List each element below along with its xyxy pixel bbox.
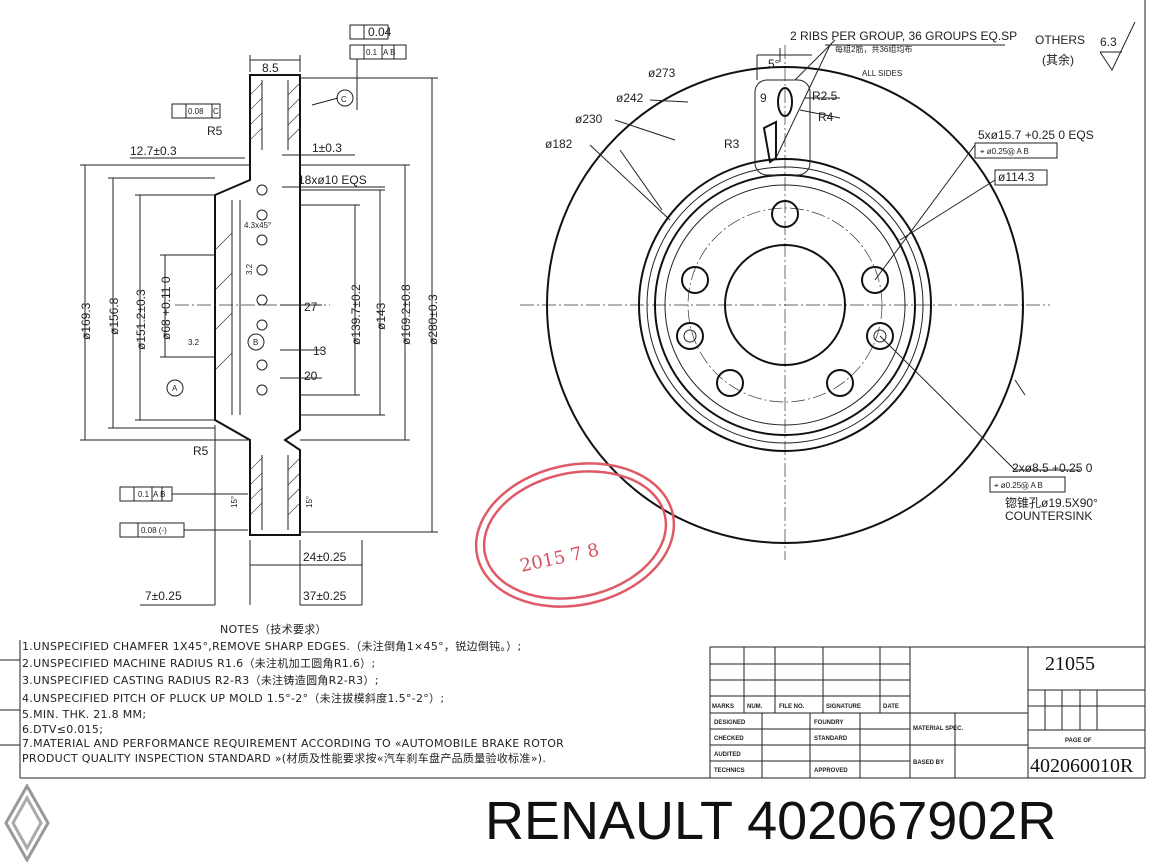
ribs-note-cn: 每组2筋，共36组均布: [835, 44, 912, 54]
dim-width: 8.5: [262, 61, 279, 75]
all-sides-note: ALL SIDES: [862, 69, 902, 78]
roughness-3-2-b: 3.2: [245, 263, 254, 275]
datum-b: B: [253, 338, 258, 347]
radius-3: R3: [724, 137, 740, 151]
note-item: 6.DTV≤0.015;: [22, 723, 103, 736]
drawing-number: 402060010R: [1030, 755, 1134, 777]
row-designed: DESIGNED: [714, 720, 746, 726]
header-file-no: FILE NO.: [779, 704, 805, 710]
label-foundry: FOUNDRY: [814, 720, 843, 726]
radius-bottom: R5: [193, 444, 209, 458]
surface-finish-label: OTHERS: [1035, 33, 1085, 47]
dim-37: 37±0.25: [303, 589, 347, 603]
dim-dia-182: ø182: [545, 137, 573, 151]
note-item: PRODUCT QUALITY INSPECTION STANDARD »(材质…: [22, 751, 546, 765]
part-number: 402067902R: [747, 791, 1057, 851]
row-technics: TECHNICS: [714, 768, 745, 774]
row-checked: CHECKED: [714, 736, 744, 742]
dim-dia-273: ø273: [648, 66, 676, 80]
renault-diamond-logo: [4, 784, 50, 862]
header-signature: SIGNATURE: [826, 704, 861, 710]
note-item: 3.UNSPECIFIED CASTING RADIUS R2-R3（未注铸造圆…: [22, 673, 379, 687]
note-item: 7.MATERIAL AND PERFORMANCE REQUIREMENT A…: [22, 737, 564, 750]
dim-dia-139-7: ø139.7±0.2: [349, 284, 363, 345]
datum-c: C: [341, 95, 347, 104]
dim-24: 24±0.25: [303, 550, 347, 564]
countersink-note: COUNTERSINK: [1005, 509, 1092, 523]
dim-dia-68: ø68 +0.11 0: [159, 276, 173, 340]
note-item: 5.MIN. THK. 21.8 MM;: [22, 708, 146, 721]
dim-dia-143: ø143: [374, 302, 388, 330]
label-based-by: BASED BY: [913, 760, 944, 766]
ribs-note: 2 RIBS PER GROUP, 36 GROUPS EQ.SP: [790, 29, 1017, 43]
notes: NOTES（技术要求） 1.UNSPECIFIED CHAMFER 1X45°,…: [22, 623, 564, 765]
bolt-holes: [676, 200, 894, 397]
runout-datum-top: A B: [383, 48, 395, 57]
countersink-note-cn: 锪锥孔ø19.5X90°: [1005, 495, 1098, 510]
surface-finish-value: 6.3: [1100, 35, 1117, 49]
dim-dia-242: ø242: [616, 91, 644, 105]
dim-13: 13: [313, 344, 327, 358]
vent-holes-note: 18xø10 EQS: [298, 173, 367, 187]
dim-9: 9: [760, 91, 767, 105]
roughness-3-2: 3.2: [188, 338, 200, 347]
radius-4: R4: [818, 110, 834, 124]
label-approved: APPROVED: [814, 768, 848, 774]
angle-left: 15°: [230, 496, 239, 508]
note-item: 4.UNSPECIFIED PITCH OF PLUCK UP MOLD 1.5…: [22, 691, 444, 705]
dim-tol-1: 1±0.3: [312, 141, 342, 155]
dim-dia-169-2: ø169.2±0.8: [399, 284, 413, 345]
small-holes-note: 2xø8.5 +0.25 0: [1012, 461, 1093, 475]
runout-tolerance-top: 0.1: [366, 48, 378, 57]
dim-dia-230: ø230: [575, 112, 603, 126]
dim-offset: 12.7±0.3: [130, 144, 177, 158]
part-title: RENAULT 402067902R: [485, 790, 1056, 852]
header-marks: MARKS: [712, 704, 734, 710]
header-num: NUM.: [747, 704, 763, 710]
flatness-tolerance: 0.04: [368, 25, 392, 39]
dim-dia-169-3: ø169.3: [79, 302, 93, 340]
radius-2-5: R2.5: [812, 89, 838, 103]
surface-finish-symbol: OTHERS (其余) 6.3: [1035, 21, 1136, 72]
radius-top: R5: [207, 124, 223, 138]
angle-5: 5°: [768, 57, 780, 71]
brand-bar: [0, 780, 1152, 864]
datum-a: A: [172, 384, 178, 393]
surface-finish-label-cn: (其余): [1042, 52, 1074, 67]
notes-title: NOTES（技术要求）: [220, 623, 327, 636]
dim-27: 27: [304, 300, 318, 314]
dim-dia-156-8: ø156.8: [107, 297, 121, 335]
dim-dia-280: ø280±0.3: [426, 294, 440, 345]
parallelism-tolerance: 0.08: [188, 107, 204, 116]
front-view: 2 RIBS PER GROUP, 36 GROUPS EQ.SP 每组2筋，共…: [520, 29, 1098, 560]
note-item: 1.UNSPECIFIED CHAMFER 1X45°,REMOVE SHARP…: [22, 639, 522, 653]
dim-7: 7±0.25: [145, 589, 182, 603]
note-item: 2.UNSPECIFIED MACHINE RADIUS R1.6（未注机加工圆…: [22, 656, 376, 670]
label-standard: STANDARD: [814, 736, 848, 742]
label-material-spec: MATERIAL SPEC.: [913, 726, 963, 732]
dim-dia-151-2: ø151.2±0.3: [134, 289, 148, 350]
header-date: DATE: [883, 704, 899, 710]
runout-datum-bottom: A B: [153, 490, 165, 499]
chamfer-note: 4.3x45°: [244, 221, 271, 230]
runout-tolerance-bottom: 0.1: [138, 490, 150, 499]
drawing-code: 21055: [1045, 653, 1095, 675]
small-holes-tolerance: ⌖ ø0.25Ⓜ A B: [994, 481, 1043, 490]
section-view: 0.04 0.1 A B 8.5 0.08 C C R5 12.7±0.3 1±…: [79, 24, 440, 606]
pitch-circle-diameter: ø114.3: [998, 170, 1035, 184]
title-block: MARKS NUM. FILE NO. SIGNATURE DATE DESIG…: [709, 646, 1146, 779]
bolt-holes-tolerance: ⌖ ø0.25Ⓜ A B: [980, 147, 1029, 156]
row-audited: AUDITED: [714, 752, 741, 758]
angle-right: 15°: [305, 496, 314, 508]
flatness-bottom: 0.08 (-): [141, 526, 167, 535]
parallelism-datum: C: [213, 107, 219, 116]
bolt-holes-note: 5xø15.7 +0.25 0 EQS: [978, 128, 1094, 142]
dim-20: 20: [304, 369, 318, 383]
page-of: PAGE OF: [1065, 738, 1092, 744]
brand-name: RENAULT: [485, 791, 733, 851]
technical-drawing: 0.04 0.1 A B 8.5 0.08 C C R5 12.7±0.3 1±…: [0, 0, 1146, 779]
